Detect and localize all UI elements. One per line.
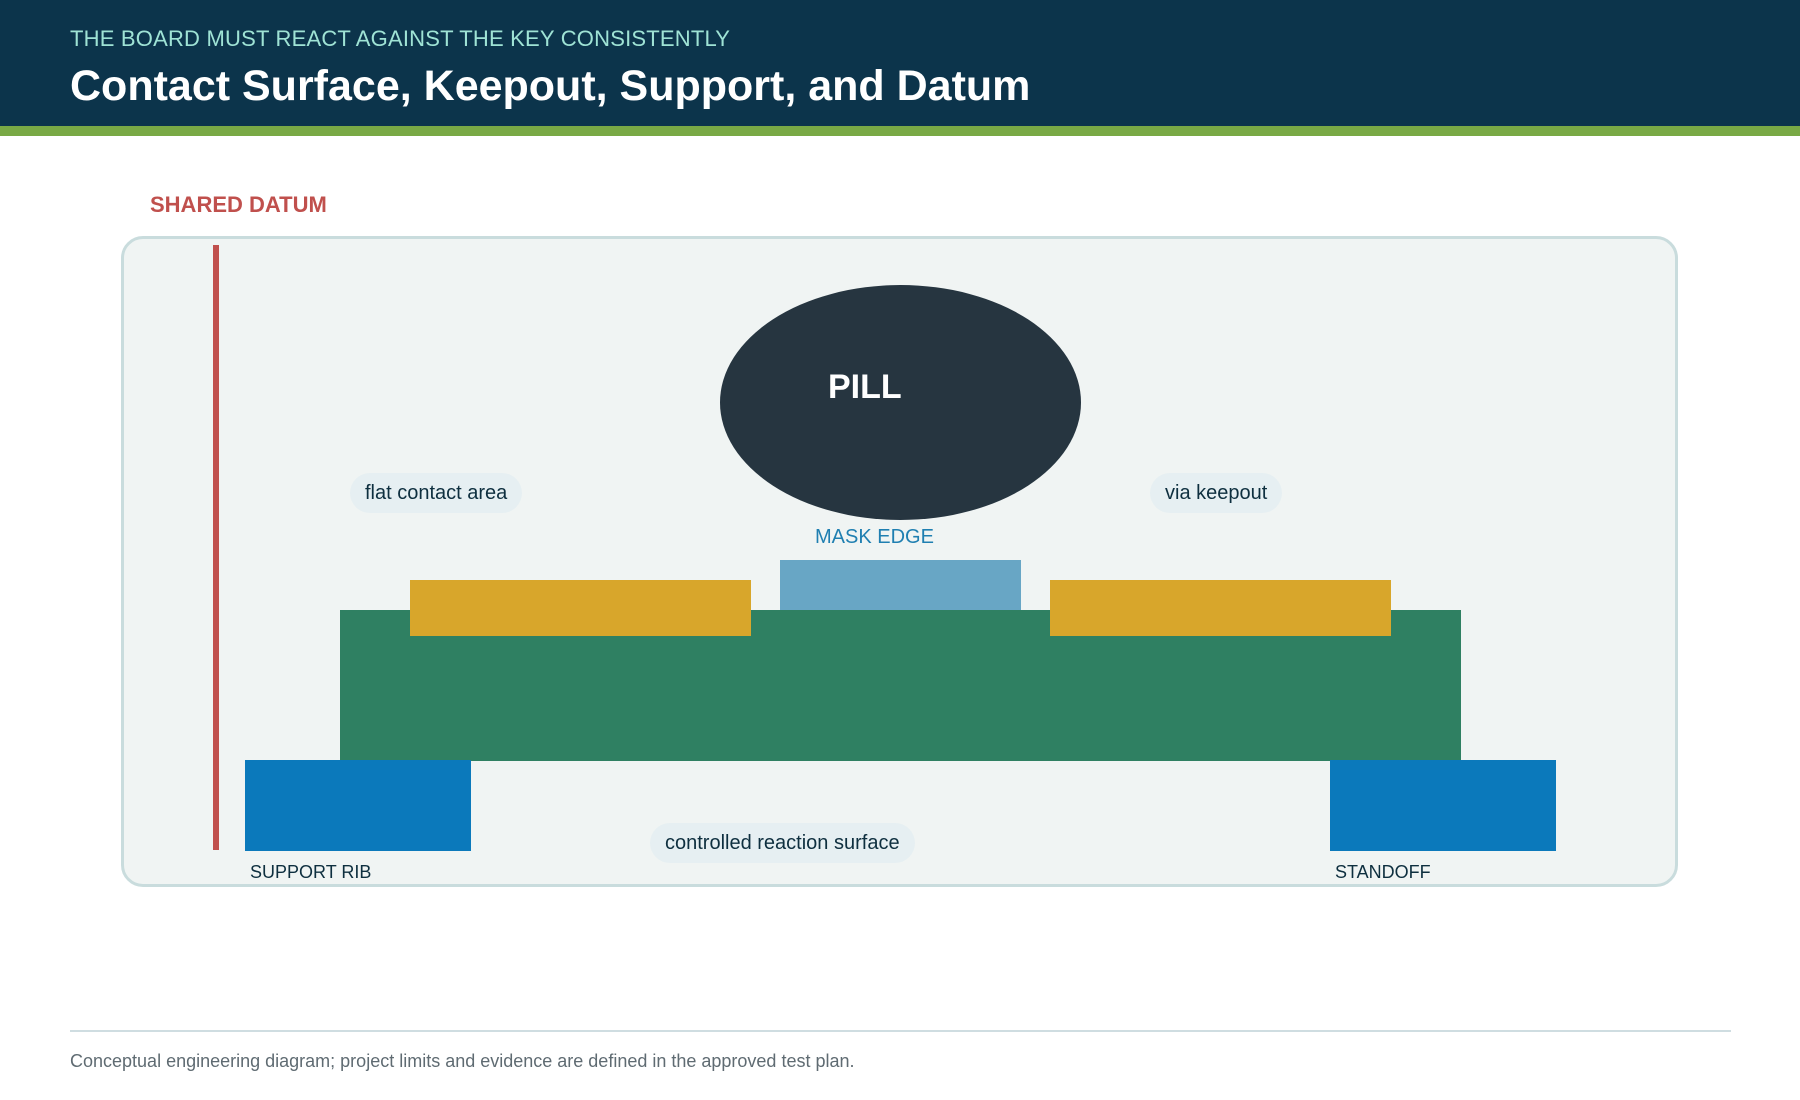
support-rib-block xyxy=(245,760,471,851)
header-eyebrow: THE BOARD MUST REACT AGAINST THE KEY CON… xyxy=(70,26,731,51)
standoff-block xyxy=(1330,760,1556,851)
contact-pad-right xyxy=(1050,580,1391,636)
contact-pad-left xyxy=(410,580,751,636)
pill-shape xyxy=(720,285,1081,520)
controlled-reaction-surface-label: controlled reaction surface xyxy=(650,823,915,863)
header-banner xyxy=(0,0,1800,126)
shared-datum-line xyxy=(213,245,219,850)
pill-label: PILL xyxy=(828,368,902,406)
footer-divider xyxy=(70,1030,1731,1032)
header-accent-bar xyxy=(0,126,1800,136)
mask-edge-label: MASK EDGE xyxy=(815,526,934,548)
flat-contact-area-label: flat contact area xyxy=(350,473,523,513)
solder-mask-edge xyxy=(780,560,1021,610)
page-title: Contact Surface, Keepout, Support, and D… xyxy=(70,62,1031,110)
footer-note: Conceptual engineering diagram; project … xyxy=(70,1051,855,1071)
standoff-label: STANDOFF xyxy=(1335,862,1431,882)
support-rib-label: SUPPORT RIB xyxy=(250,862,372,882)
shared-datum-label: SHARED DATUM xyxy=(150,192,327,217)
via-keepout-label: via keepout xyxy=(1150,473,1283,513)
